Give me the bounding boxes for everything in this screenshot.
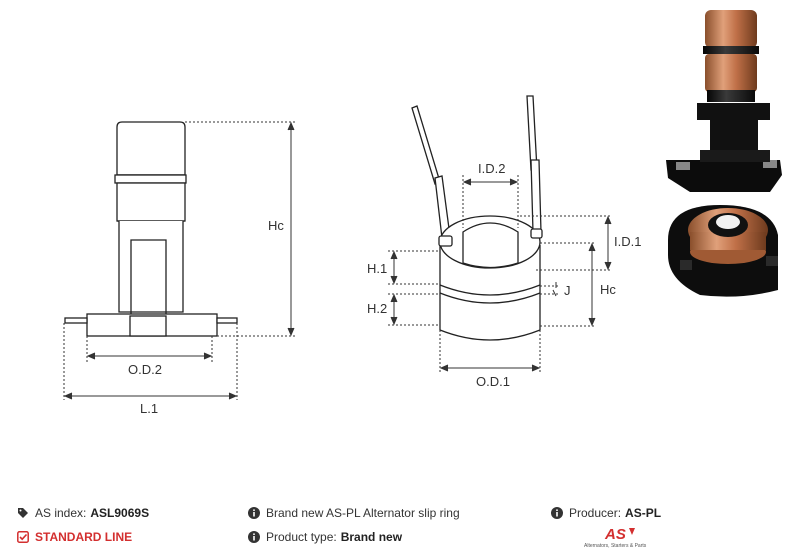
- logo-mark: AS: [604, 526, 626, 543]
- description-text: Brand new AS-PL Alternator slip ring: [266, 506, 460, 520]
- side-view-dimensions: [63, 121, 295, 400]
- label-hc-left: Hc: [268, 218, 284, 233]
- standard-line-row: STANDARD LINE: [17, 530, 132, 544]
- standard-line-label: STANDARD LINE: [35, 530, 133, 544]
- tag-icon: [18, 508, 28, 518]
- as-index-label: AS index:: [35, 506, 87, 520]
- label-od1: O.D.1: [476, 374, 510, 389]
- producer-row: Producer: AS-PL: [551, 506, 661, 520]
- as-index-row: AS index: ASL9069S: [17, 506, 149, 520]
- checkbox-checked-icon: [17, 531, 29, 543]
- description-row: Brand new AS-PL Alternator slip ring: [248, 506, 460, 520]
- info-icon: [248, 531, 260, 543]
- producer-value: AS-PL: [625, 506, 662, 520]
- technical-drawing: Hc O.D.2 L.1: [63, 10, 782, 416]
- product-photo-side: [666, 10, 782, 192]
- logo-tagline: Alternators, Starters & Parts: [584, 543, 647, 549]
- info-icon: [551, 507, 563, 519]
- label-j: J: [564, 283, 571, 298]
- label-h2: H.2: [367, 301, 387, 316]
- product-photo-top: [668, 205, 778, 297]
- label-hc-right: Hc: [600, 282, 616, 297]
- product-type-label: Product type:: [266, 530, 337, 544]
- label-l1: L.1: [140, 401, 158, 416]
- as-index-value: ASL9069S: [90, 506, 150, 520]
- label-id1: I.D.1: [614, 234, 641, 249]
- product-type-row: Product type: Brand new: [248, 530, 402, 544]
- side-view: [64, 121, 238, 337]
- label-id2: I.D.2: [478, 161, 505, 176]
- iso-view-dimensions: [388, 175, 612, 372]
- producer-label: Producer:: [569, 506, 622, 520]
- product-type-value: Brand new: [340, 530, 403, 544]
- info-icon: [248, 507, 260, 519]
- label-od2: O.D.2: [128, 362, 162, 377]
- label-h1: H.1: [367, 261, 387, 276]
- iso-view: [411, 95, 543, 341]
- as-pl-logo: AS Alternators, Starters & Parts: [584, 526, 647, 549]
